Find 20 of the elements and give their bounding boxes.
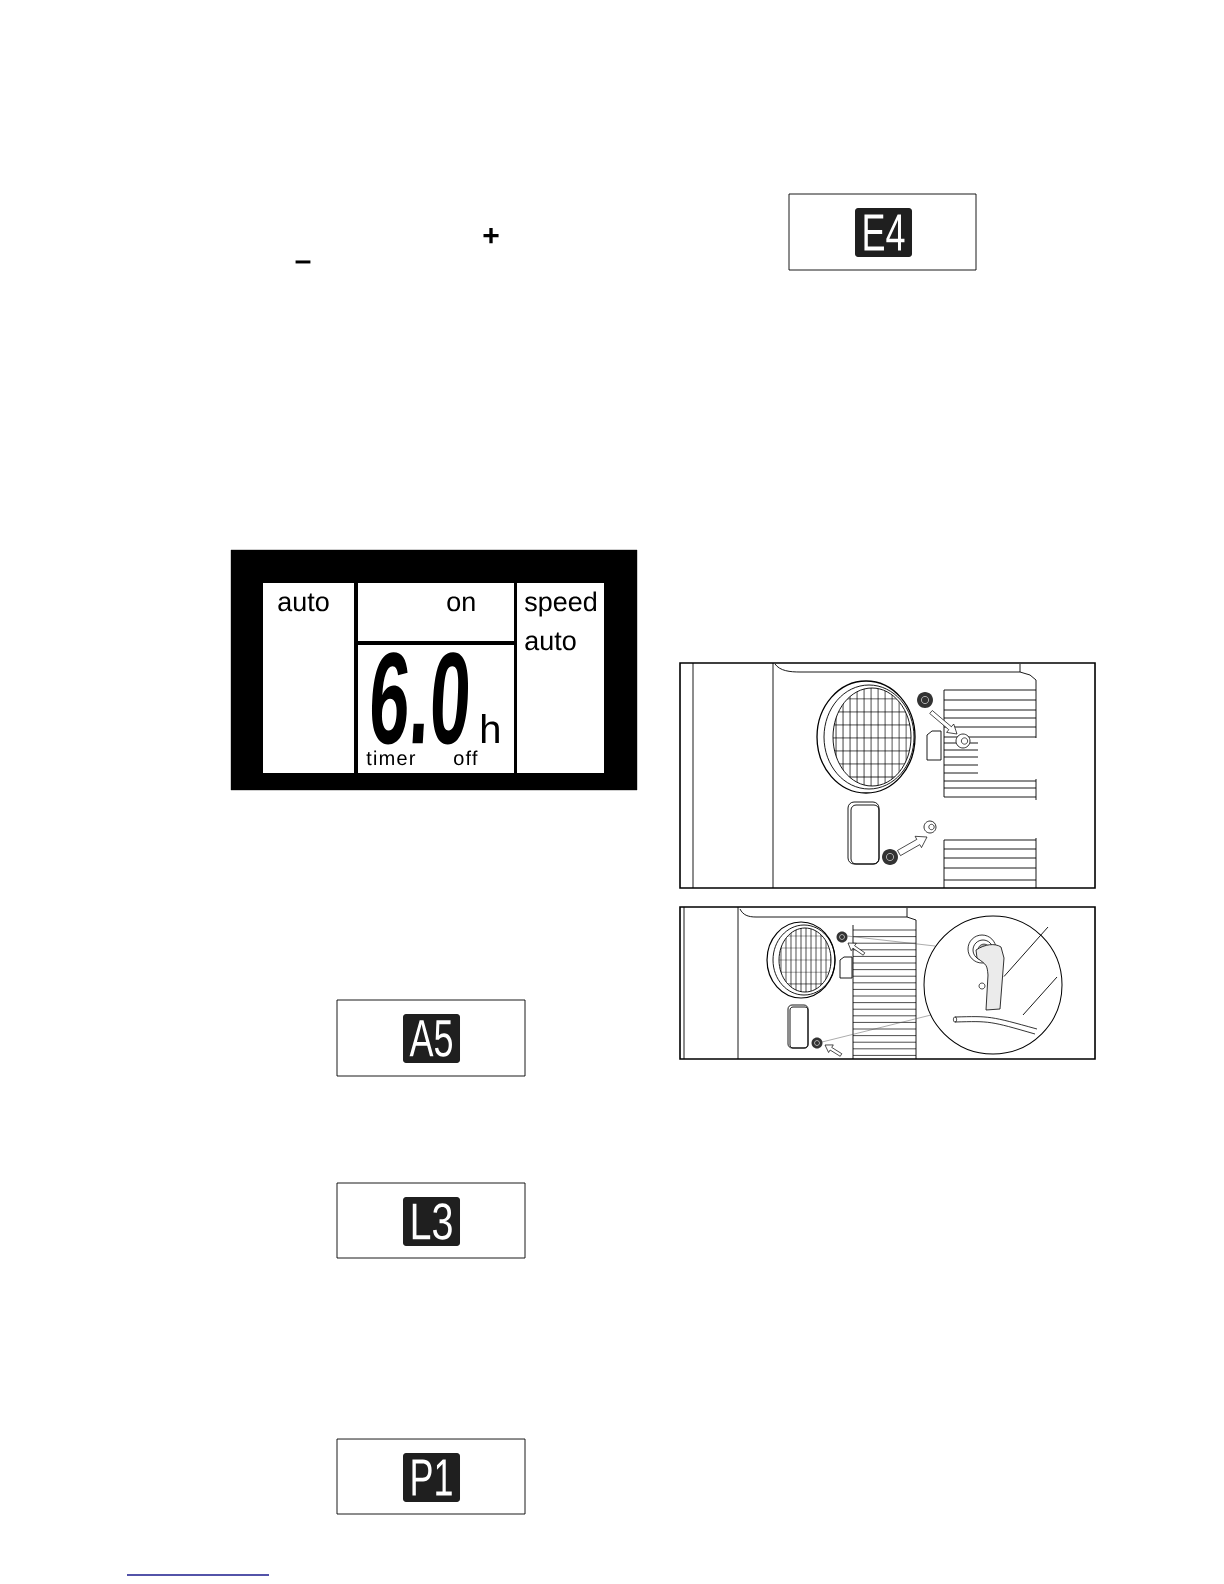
digit-readout: 6.0 (371, 652, 469, 745)
code-display: L3 (336, 1182, 526, 1259)
display-cell (517, 583, 604, 773)
indicator-label: auto (525, 632, 576, 651)
leader-line (1003, 926, 1049, 977)
display-cell (358, 645, 514, 773)
indicator-label: speed (524, 591, 596, 617)
indicator-label: off (454, 750, 478, 766)
tube (953, 1016, 1038, 1035)
minus-sign: – (295, 260, 311, 264)
plus-sign: + (483, 227, 499, 244)
display-cell: auto (263, 583, 354, 773)
unit-label: h (482, 714, 499, 743)
code-display: A5 (336, 999, 526, 1077)
leader-line (1022, 976, 1058, 1016)
code-display: E4 (788, 193, 977, 271)
display-cell: on (358, 583, 514, 641)
indicator-label: timer (366, 750, 416, 766)
code-display: P1 (336, 1438, 526, 1515)
hose (975, 944, 1005, 1011)
